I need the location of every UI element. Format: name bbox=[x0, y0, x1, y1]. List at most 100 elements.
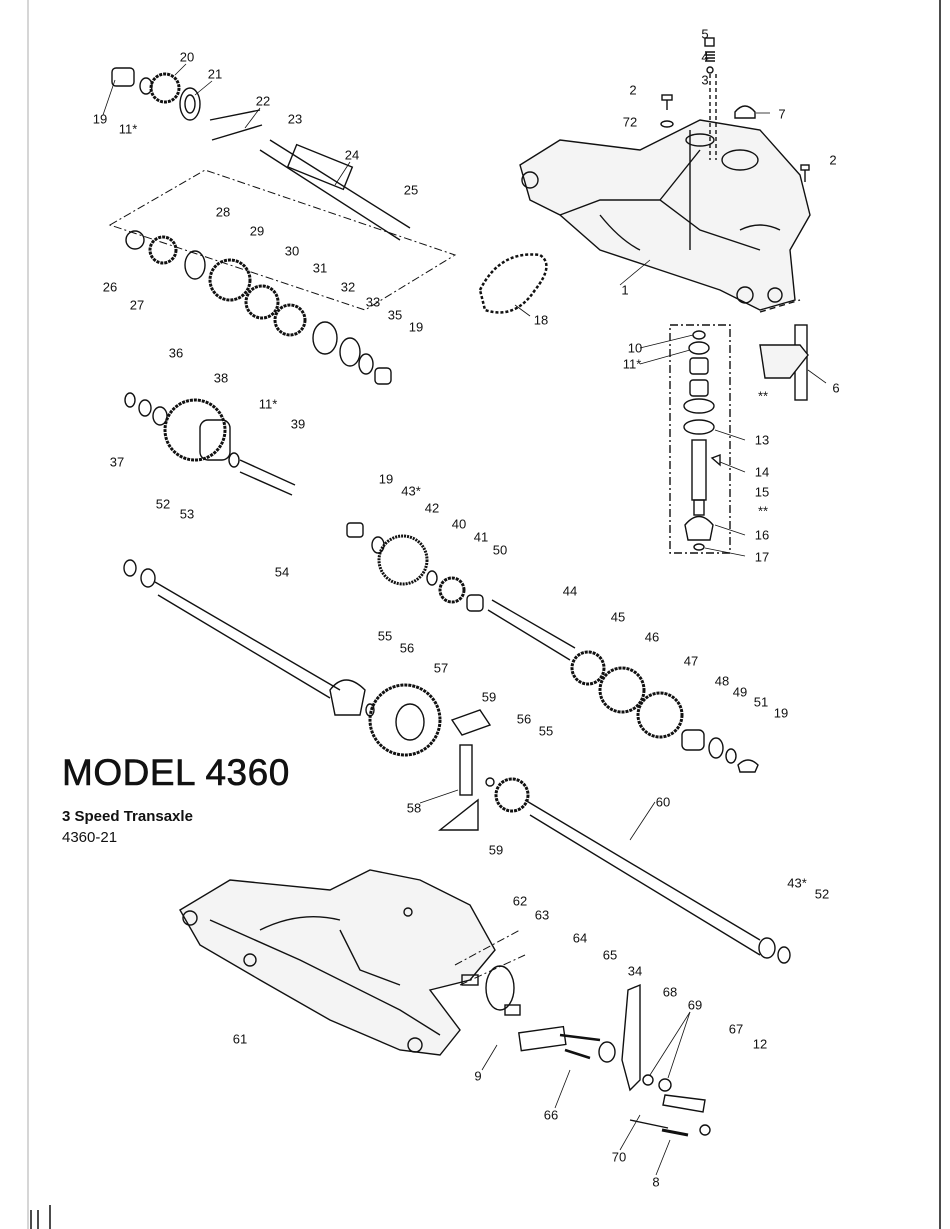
callout: 11* bbox=[622, 356, 642, 372]
shift-mechanism-parts bbox=[454, 929, 711, 1137]
callout: 49 bbox=[732, 684, 748, 700]
callout: 12 bbox=[752, 1036, 768, 1052]
small-fasteners bbox=[660, 37, 810, 182]
differential-bevel-gears bbox=[346, 522, 759, 831]
callout: 55 bbox=[377, 628, 393, 644]
callout: 32 bbox=[340, 279, 356, 295]
callout: 18 bbox=[533, 312, 549, 328]
callout: ** bbox=[757, 503, 769, 519]
callout: 27 bbox=[129, 297, 145, 313]
callout: 3 bbox=[701, 72, 709, 88]
callout: 19 bbox=[378, 471, 394, 487]
callout: 38 bbox=[213, 370, 229, 386]
callout: 5 bbox=[701, 26, 709, 42]
callout: 11* bbox=[118, 121, 138, 137]
callout: 2 bbox=[629, 82, 637, 98]
callout: 43* bbox=[401, 483, 421, 499]
callout: 23 bbox=[287, 111, 303, 127]
callout: 14 bbox=[754, 464, 770, 480]
callout: 25 bbox=[403, 182, 419, 198]
callout: 41 bbox=[473, 529, 489, 545]
callout: 7 bbox=[778, 106, 786, 122]
callout: 4 bbox=[701, 49, 709, 65]
lower-housing-part-61 bbox=[179, 869, 496, 1056]
callout: 19 bbox=[773, 705, 789, 721]
callout: 58 bbox=[406, 800, 422, 816]
callout: 24 bbox=[344, 147, 360, 163]
callout: 22 bbox=[255, 93, 271, 109]
scan-marks bbox=[30, 1205, 51, 1229]
countershaft-assembly bbox=[108, 67, 457, 385]
callout: 39 bbox=[290, 416, 306, 432]
callout: 52 bbox=[814, 886, 830, 902]
model-code: 4360-21 bbox=[62, 829, 118, 846]
callout: 1 bbox=[621, 282, 629, 298]
callout: 6 bbox=[832, 380, 840, 396]
callout: 63 bbox=[534, 907, 550, 923]
shift-lever-part-6 bbox=[759, 299, 809, 401]
callout: 36 bbox=[168, 345, 184, 361]
callout: 56 bbox=[516, 711, 532, 727]
callout: 62 bbox=[512, 893, 528, 909]
callout: 55 bbox=[538, 723, 554, 739]
callout: 40 bbox=[451, 516, 467, 532]
callout: 57 bbox=[433, 660, 449, 676]
brake-shaft-assembly bbox=[669, 324, 731, 554]
callout: 42 bbox=[424, 500, 440, 516]
callout: 51 bbox=[753, 694, 769, 710]
callout: 52 bbox=[155, 496, 171, 512]
callout: 16 bbox=[754, 527, 770, 543]
callout: 35 bbox=[387, 307, 403, 323]
callout: 43* bbox=[787, 875, 807, 891]
callout: 45 bbox=[610, 609, 626, 625]
upper-housing-part-1 bbox=[519, 119, 811, 311]
callout: 46 bbox=[644, 629, 660, 645]
callout: 13 bbox=[754, 432, 770, 448]
callout: 30 bbox=[284, 243, 300, 259]
callout: 21 bbox=[207, 66, 223, 82]
callout: 70 bbox=[611, 1149, 627, 1165]
callout: 47 bbox=[683, 653, 699, 669]
callout: 19 bbox=[92, 111, 108, 127]
callout: 48 bbox=[714, 673, 730, 689]
callout: 66 bbox=[543, 1107, 559, 1123]
callout: 53 bbox=[179, 506, 195, 522]
callout: 31 bbox=[312, 260, 328, 276]
callout: 67 bbox=[728, 1021, 744, 1037]
callout: 11* bbox=[258, 396, 278, 412]
callout: ** bbox=[757, 388, 769, 404]
callout: 72 bbox=[622, 114, 638, 130]
callout: 50 bbox=[492, 542, 508, 558]
callout: 29 bbox=[249, 223, 265, 239]
callout: 8 bbox=[652, 1174, 660, 1190]
callout: 26 bbox=[102, 279, 118, 295]
leader-lines bbox=[102, 63, 827, 1176]
callout: 28 bbox=[215, 204, 231, 220]
model-subtitle: 3 Speed Transaxle bbox=[62, 808, 193, 825]
callout: 33 bbox=[365, 294, 381, 310]
callout: 61 bbox=[232, 1031, 248, 1047]
cluster-gear-assembly bbox=[124, 392, 296, 496]
callout: 19 bbox=[408, 319, 424, 335]
axle-shaft-part-60 bbox=[524, 799, 791, 964]
callout: 10 bbox=[627, 340, 643, 356]
callout: 44 bbox=[562, 583, 578, 599]
axle-shaft-part-54 bbox=[123, 559, 442, 757]
callout: 20 bbox=[179, 49, 195, 65]
callout: 69 bbox=[687, 997, 703, 1013]
callout: 60 bbox=[655, 794, 671, 810]
callout: 59 bbox=[481, 689, 497, 705]
callout: 2 bbox=[829, 152, 837, 168]
callout: 68 bbox=[662, 984, 678, 1000]
callout: 64 bbox=[572, 930, 588, 946]
callout: 37 bbox=[109, 454, 125, 470]
model-title: MODEL 4360 bbox=[62, 752, 290, 794]
callout: 56 bbox=[399, 640, 415, 656]
callout: 65 bbox=[602, 947, 618, 963]
callout: 9 bbox=[474, 1068, 482, 1084]
callout: 54 bbox=[274, 564, 290, 580]
callout: 59 bbox=[488, 842, 504, 858]
callout: 15 bbox=[754, 484, 770, 500]
callout: 34 bbox=[627, 963, 643, 979]
